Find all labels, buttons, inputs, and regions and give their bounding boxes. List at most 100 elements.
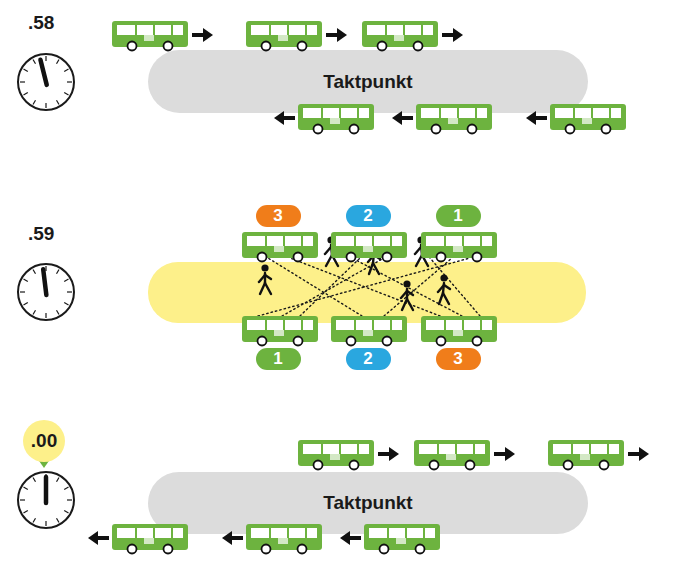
- walking-person: [438, 274, 450, 304]
- bus-wheel: [258, 337, 267, 346]
- bus-wheel: [432, 125, 441, 134]
- walking-person: [368, 244, 380, 274]
- bus-wheel: [164, 42, 173, 51]
- clock-tick: [64, 303, 68, 306]
- window-divider: [135, 528, 137, 538]
- bus-wheel: [164, 545, 173, 554]
- clock-tick: [33, 269, 36, 273]
- clock-hand: [44, 477, 49, 503]
- transfer-band: [148, 262, 586, 323]
- bus-wheel: [298, 545, 307, 554]
- time-label: .00: [31, 430, 57, 452]
- person-limb: [422, 255, 428, 266]
- bus-wheel: [466, 461, 475, 470]
- bus-window: [117, 25, 183, 35]
- clock-tick: [20, 291, 25, 292]
- window-divider: [403, 25, 405, 35]
- window-divider: [444, 236, 446, 246]
- clock-tick: [57, 477, 60, 481]
- bus-window: [247, 236, 313, 246]
- bus-wheel: [437, 337, 446, 346]
- person-limb: [265, 283, 271, 294]
- bus-body: [362, 21, 438, 47]
- window-divider: [390, 320, 392, 330]
- bus-door: [144, 538, 154, 544]
- person-head: [440, 274, 447, 281]
- arrow-shaft: [401, 116, 413, 120]
- person-limb: [331, 245, 332, 255]
- person-limb: [325, 247, 331, 254]
- window-divider: [589, 444, 591, 454]
- window-divider: [171, 25, 173, 35]
- arrow-head: [453, 28, 463, 42]
- bus-wheel: [314, 461, 323, 470]
- bus-window: [336, 236, 402, 246]
- transfer-hub-band: Taktpunkt: [148, 50, 588, 113]
- bus-door: [274, 246, 284, 252]
- transfer-path: [430, 258, 480, 316]
- bus-door: [274, 330, 284, 336]
- window-divider: [372, 320, 374, 330]
- bus-door: [582, 118, 592, 124]
- bus-window: [251, 25, 317, 35]
- transfer-path: [290, 258, 440, 316]
- arrow-shaft: [378, 452, 390, 456]
- bus-body: [548, 440, 624, 466]
- person-limb: [416, 255, 422, 266]
- person-limb: [444, 285, 450, 289]
- clock-tick: [20, 81, 25, 82]
- clock-tick: [23, 511, 27, 514]
- bus-wheel: [383, 337, 392, 346]
- bus-wheel: [564, 461, 573, 470]
- window-divider: [607, 444, 609, 454]
- bus-window: [367, 25, 433, 35]
- bus-wheel: [350, 461, 359, 470]
- bus: [548, 440, 624, 470]
- arrow-head: [526, 111, 536, 125]
- clock-tick: [67, 499, 72, 500]
- window-divider: [321, 444, 323, 454]
- window-divider: [437, 444, 439, 454]
- bus-window: [336, 320, 402, 330]
- arrow-shaft: [192, 33, 204, 37]
- person-limb: [443, 283, 444, 293]
- bus-wheel: [430, 461, 439, 470]
- bus-body: [242, 232, 318, 258]
- window-divider: [339, 444, 341, 454]
- window-divider: [301, 236, 303, 246]
- clock-tick: [33, 518, 36, 522]
- person-limb: [259, 275, 265, 282]
- bus-body: [414, 440, 490, 466]
- bus-door: [144, 35, 154, 41]
- bus-body: [421, 232, 497, 258]
- window-divider: [283, 236, 285, 246]
- person-limb: [406, 289, 408, 299]
- clock-tick: [23, 487, 27, 490]
- window-divider: [473, 444, 475, 454]
- clock-tick: [33, 100, 36, 104]
- clock-tick: [45, 313, 46, 318]
- window-divider: [287, 25, 289, 35]
- line-number-badge: 1: [436, 205, 481, 227]
- bus-wheel: [416, 545, 425, 554]
- person-limb: [438, 285, 444, 292]
- bus-body: [246, 21, 322, 47]
- clock-tick: [57, 518, 60, 522]
- window-divider: [301, 320, 303, 330]
- bus: [331, 316, 407, 346]
- bus-door: [394, 35, 404, 41]
- bus-wheel: [314, 125, 323, 134]
- clock-tick: [33, 477, 36, 481]
- person-head: [403, 280, 410, 287]
- bus-wheel: [347, 253, 356, 262]
- clock-tick: [67, 291, 72, 292]
- clock-tick: [33, 310, 36, 314]
- bus-wheel: [294, 253, 303, 262]
- bus-window: [419, 444, 485, 454]
- hub-label: Taktpunkt: [323, 492, 412, 514]
- bus-window: [247, 320, 313, 330]
- person-limb: [326, 255, 332, 266]
- line-number: 3: [273, 206, 282, 226]
- arrow-shaft: [97, 536, 109, 540]
- arrow-shaft: [231, 536, 243, 540]
